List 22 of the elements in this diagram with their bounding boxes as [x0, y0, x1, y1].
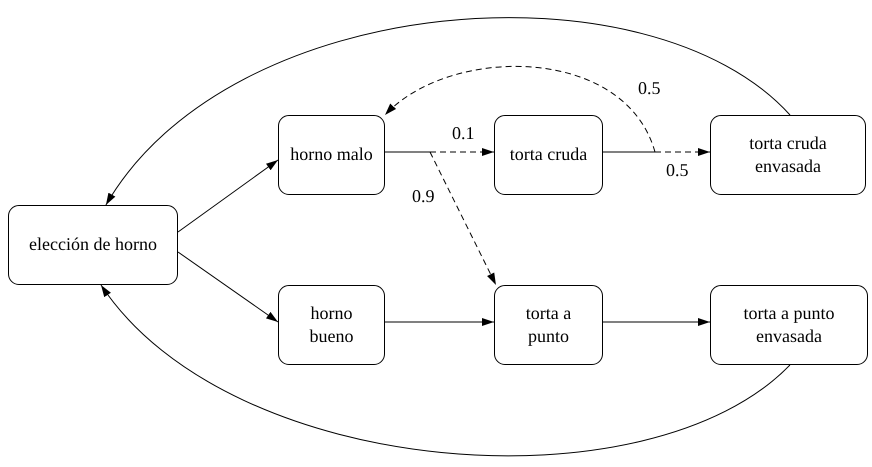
- node-label: torta cruda: [510, 143, 588, 166]
- node-label: torta a punto envasada: [742, 302, 836, 348]
- state-box: [710, 285, 868, 365]
- arrow: [100, 284, 790, 456]
- node-label: elección de horno: [29, 233, 157, 256]
- state-box: [8, 205, 178, 285]
- state-box: [494, 285, 603, 365]
- arrow: [105, 17, 791, 206]
- state-box: [278, 115, 385, 195]
- node-label: torta cruda envasada: [748, 132, 828, 178]
- dashed-arrow: [384, 152, 496, 286]
- state-box: [278, 285, 385, 365]
- arrow: [602, 318, 710, 326]
- node-label: torta a punto: [524, 302, 572, 348]
- node-label: horno malo: [290, 143, 373, 166]
- node-label: horno bueno: [308, 302, 354, 348]
- arrow: [384, 318, 494, 326]
- state-box: [710, 115, 866, 195]
- arrow: [178, 160, 278, 232]
- dashed-arrow: [384, 66, 656, 152]
- arrow: [178, 252, 278, 322]
- state-box: [494, 115, 603, 195]
